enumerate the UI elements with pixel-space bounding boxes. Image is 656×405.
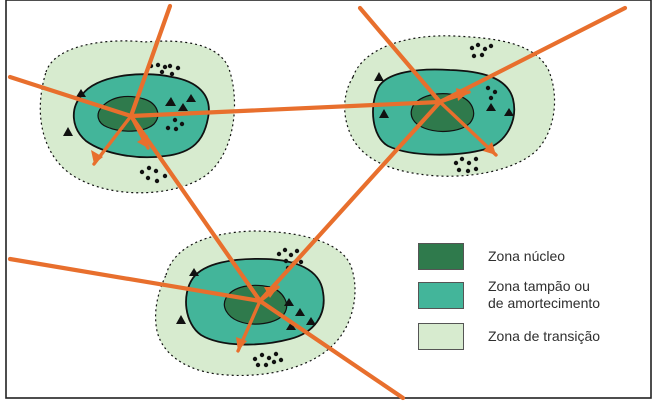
corridor-line xyxy=(437,5,628,105)
corridor-line xyxy=(128,113,263,304)
arrow-line xyxy=(438,100,498,157)
arrowhead xyxy=(236,337,247,351)
legend-item-transition: Zona de transição xyxy=(418,323,600,350)
transition-zone-swatch xyxy=(418,323,464,350)
corridor-line xyxy=(128,3,173,119)
arrowhead xyxy=(137,135,148,148)
legend-item-buffer: Zona tampão ou de amortecimento xyxy=(418,278,600,312)
arrowhead xyxy=(264,287,278,298)
legend-label-core: Zona núcleo xyxy=(488,248,566,264)
corridor-line xyxy=(128,99,443,119)
reserve-area-top-right xyxy=(344,35,556,177)
corridor-line xyxy=(7,256,263,304)
reserve-area-bottom xyxy=(154,230,356,377)
exchange-arrows xyxy=(92,90,498,353)
arrowhead xyxy=(483,142,496,155)
corridor-line xyxy=(257,298,406,401)
arrowheads xyxy=(91,88,496,351)
corridor-line xyxy=(257,99,443,304)
core-zone-swatch xyxy=(418,243,464,270)
arrowhead xyxy=(91,150,103,164)
map-frame xyxy=(5,0,652,399)
arrowhead xyxy=(456,88,469,101)
corridor-line xyxy=(357,5,443,105)
legend-label-transition: Zona de transição xyxy=(488,328,601,344)
legend-label-buffer: Zona tampão ou de amortecimento xyxy=(488,278,601,311)
legend-item-core: Zona núcleo xyxy=(418,243,565,270)
buffer-zone-swatch xyxy=(418,281,464,309)
ecological-corridors xyxy=(7,3,628,401)
corridor-line xyxy=(7,74,134,119)
settlement-symbols-top-right xyxy=(374,42,514,174)
